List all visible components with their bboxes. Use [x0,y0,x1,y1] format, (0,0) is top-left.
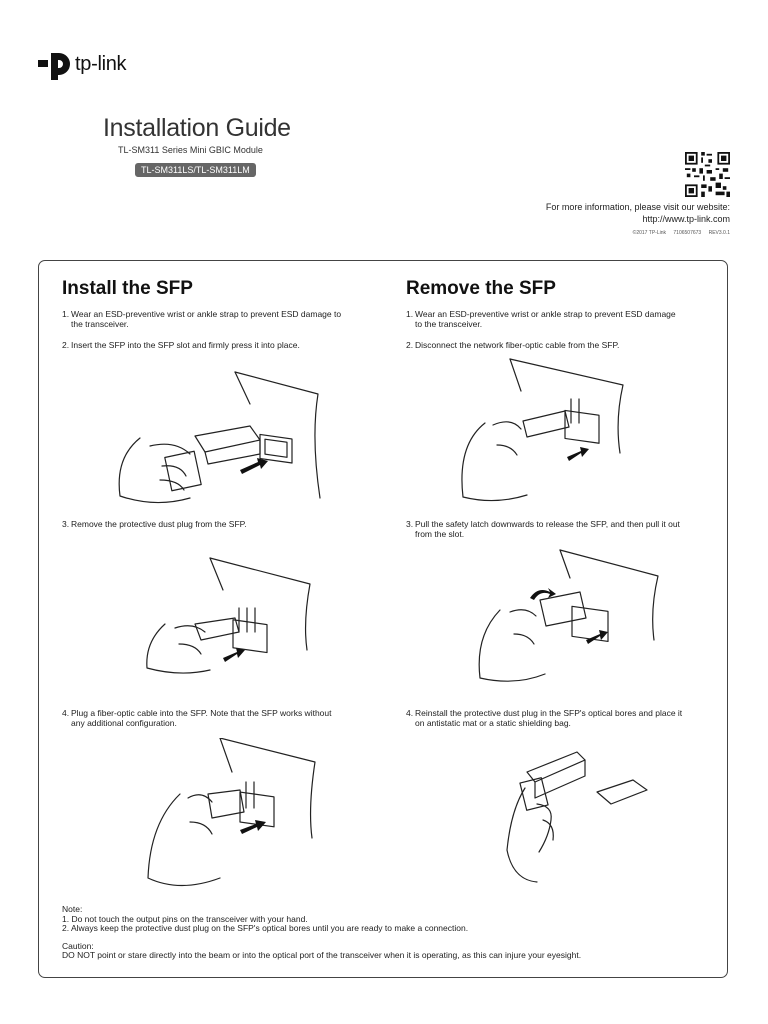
step-text-cont: from the slot. [415,529,465,539]
install-heading: Install the SFP [62,278,193,299]
step-number: 1. [62,309,70,319]
step-text: Pull the safety latch downwards to relea… [415,519,680,529]
install-step-4: 4.Plug a fiber-optic cable into the SFP.… [62,708,372,728]
remove-heading: Remove the SFP [406,278,556,299]
plug-fiber-cable-illustration [147,738,316,887]
step-text: Disconnect the network fiber-optic cable… [415,340,620,350]
step-number: 3. [406,519,414,529]
product-subtitle: TL-SM311 Series Mini GBIC Module [118,145,263,155]
remove-step-3: 3.Pull the safety latch downwards to rel… [406,519,726,539]
disconnect-cable-illustration [461,358,624,502]
step-text: Insert the SFP into the SFP slot and fir… [71,340,300,350]
remove-step-1: 1.Wear an ESD-preventive wrist or ankle … [406,309,716,329]
note-item-1: 1. Do not touch the output pins on the t… [62,913,308,924]
reinstall-dust-plug-illustration [506,751,648,883]
step-text: Wear an ESD-preventive wrist or ankle st… [71,309,342,319]
step-text: Remove the protective dust plug from the… [71,519,247,529]
step-text: Reinstall the protective dust plug in th… [415,708,683,718]
remove-step-4: 4.Reinstall the protective dust plug in … [406,708,726,728]
remove-step-2: 2.Disconnect the network fiber-optic cab… [406,340,716,350]
step-text-cont: on antistatic mat or a static shielding … [415,718,571,728]
step-text-cont: any additional configuration. [71,718,177,728]
document-meta: ©2017 TP-Link 7106507673 REV3.0.1 [627,230,730,236]
note-heading: Note: [62,904,83,914]
step-text: Wear an ESD-preventive wrist or ankle st… [415,309,676,319]
instructions-panel [38,260,728,978]
insert-sfp-illustration [118,371,321,504]
pull-safety-latch-illustration [478,549,659,682]
tp-link-logo-icon [38,53,70,80]
install-step-2: 2.Insert the SFP into the SFP slot and f… [62,340,372,350]
website-info-label: For more information, please visit our w… [545,202,730,212]
step-number: 4. [406,708,414,718]
step-text-cont: to the transceiver. [415,319,483,329]
step-number: 3. [62,519,70,529]
step-number: 4. [62,708,70,718]
step-number: 2. [62,340,70,350]
notes-section: Note: 1. Do not touch the output pins on… [62,904,712,961]
step-number: 2. [406,340,414,350]
page-title: Installation Guide [103,114,291,142]
website-info: For more information, please visit our w… [546,201,730,225]
step-number: 1. [406,309,414,319]
revision: REV3.0.1 [708,230,730,236]
model-badge: TL-SM311LS/TL-SM311LM [135,163,256,177]
brand-name: tp-link [75,53,127,75]
note-item-2: 2. Always keep the protective dust plug … [62,923,469,934]
website-link[interactable]: http://www.tp-link.com [642,214,730,224]
qr-code-icon[interactable] [685,152,730,197]
note-spacer [62,934,712,942]
part-number: 7106507673 [673,230,702,236]
step-text-cont: the transceiver. [71,319,129,329]
install-step-1: 1.Wear an ESD-preventive wrist or ankle … [62,309,372,329]
step-text: Plug a fiber-optic cable into the SFP. N… [71,708,332,718]
caution-text: DO NOT point or stare directly into the … [62,950,582,961]
copyright: ©2017 TP-Link [632,230,666,236]
install-step-3: 3.Remove the protective dust plug from t… [62,519,372,529]
remove-dust-plug-illustration [146,557,311,674]
caution-heading: Caution: [62,940,94,951]
